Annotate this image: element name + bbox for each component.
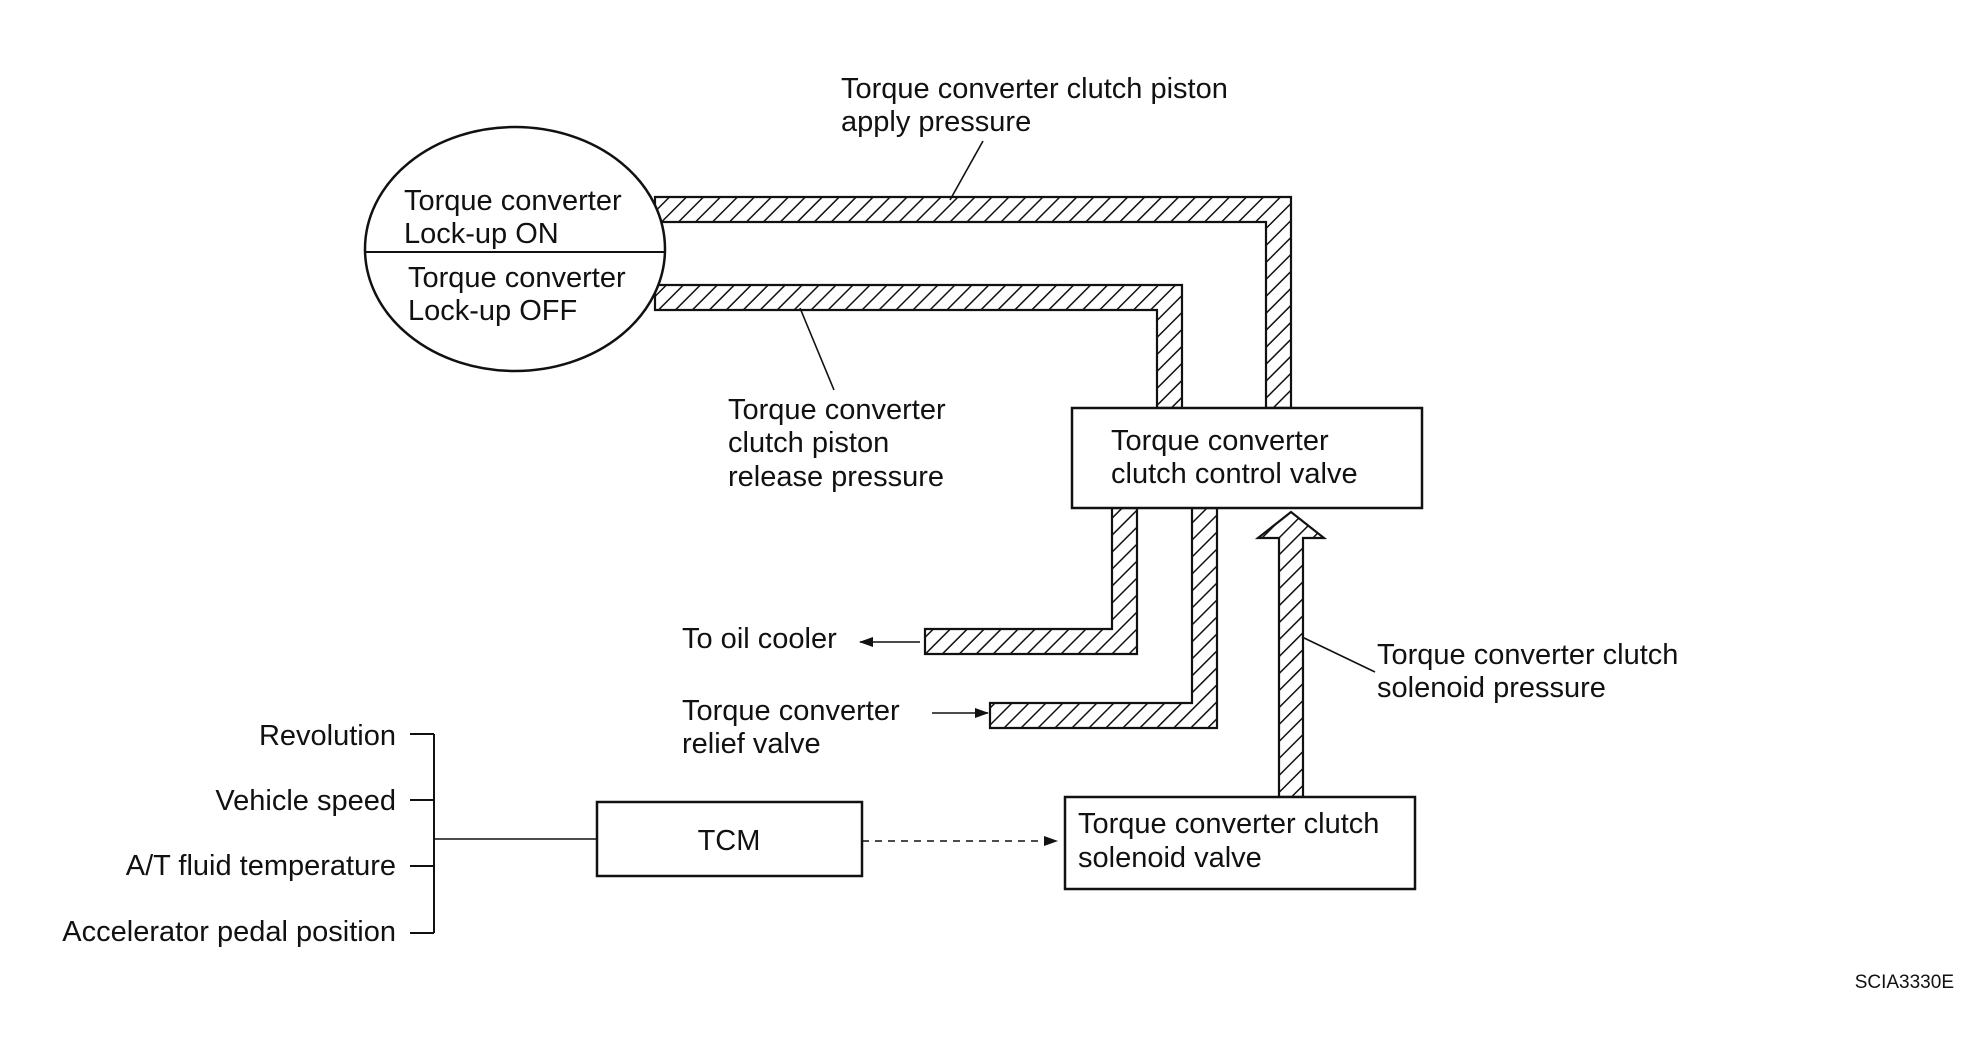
relief-valve-pipe [988, 506, 1219, 730]
tcm: TCM [595, 800, 864, 878]
lockup-off-line2: Lock-up OFF [408, 295, 577, 327]
release-pressure-label-line2: clutch piston [728, 427, 889, 459]
solenoid-valve-line1: Torque converter clutch [1078, 808, 1379, 840]
lockup-on-line1: Torque converter [404, 185, 622, 217]
lockup-off-line1: Torque converter [408, 262, 626, 294]
solenoid-pressure-pipe [1254, 510, 1328, 799]
solenoid-pressure-leader [1301, 636, 1376, 673]
release-pressure-label-line3: release pressure [728, 461, 944, 493]
figure-code: SCIA3330E [1855, 972, 1954, 993]
oil-cooler-label: To oil cooler [682, 623, 837, 655]
apply-pressure-label-line1: Torque converter clutch piston [841, 73, 1228, 105]
lockup-on-line2: Lock-up ON [404, 218, 559, 250]
solenoid-pressure-label-line1: Torque converter clutch [1377, 639, 1678, 671]
input-fluid-temperature: A/T fluid temperature [126, 850, 396, 882]
oil-cooler-pipe [923, 506, 1139, 656]
solenoid-pressure-label-line2: solenoid pressure [1377, 672, 1606, 704]
clutch-solenoid-valve: Torque converter clutch solenoid valve [1063, 795, 1417, 891]
apply-pressure-leader [949, 140, 984, 201]
release-pressure-label-line1: Torque converter [728, 394, 946, 426]
release-pressure-pipe [653, 283, 1184, 410]
tcm-label: TCM [698, 825, 761, 857]
control-valve-line1: Torque converter [1111, 425, 1329, 457]
apply-pressure-label-line2: apply pressure [841, 106, 1031, 138]
relief-valve-label-line2: relief valve [682, 728, 821, 760]
torque-converter: Torque converter Lock-up ON Torque conve… [363, 125, 667, 373]
input-accelerator-position: Accelerator pedal position [62, 916, 396, 948]
release-pressure-leader [799, 307, 835, 391]
relief-valve-label-line1: Torque converter [682, 695, 900, 727]
control-valve-line2: clutch control valve [1111, 458, 1358, 490]
clutch-control-valve: Torque converter clutch control valve [1070, 406, 1424, 510]
input-bracket [410, 733, 597, 934]
solenoid-valve-line2: solenoid valve [1078, 842, 1262, 874]
input-revolution: Revolution [259, 720, 396, 752]
input-vehicle-speed: Vehicle speed [215, 785, 396, 817]
